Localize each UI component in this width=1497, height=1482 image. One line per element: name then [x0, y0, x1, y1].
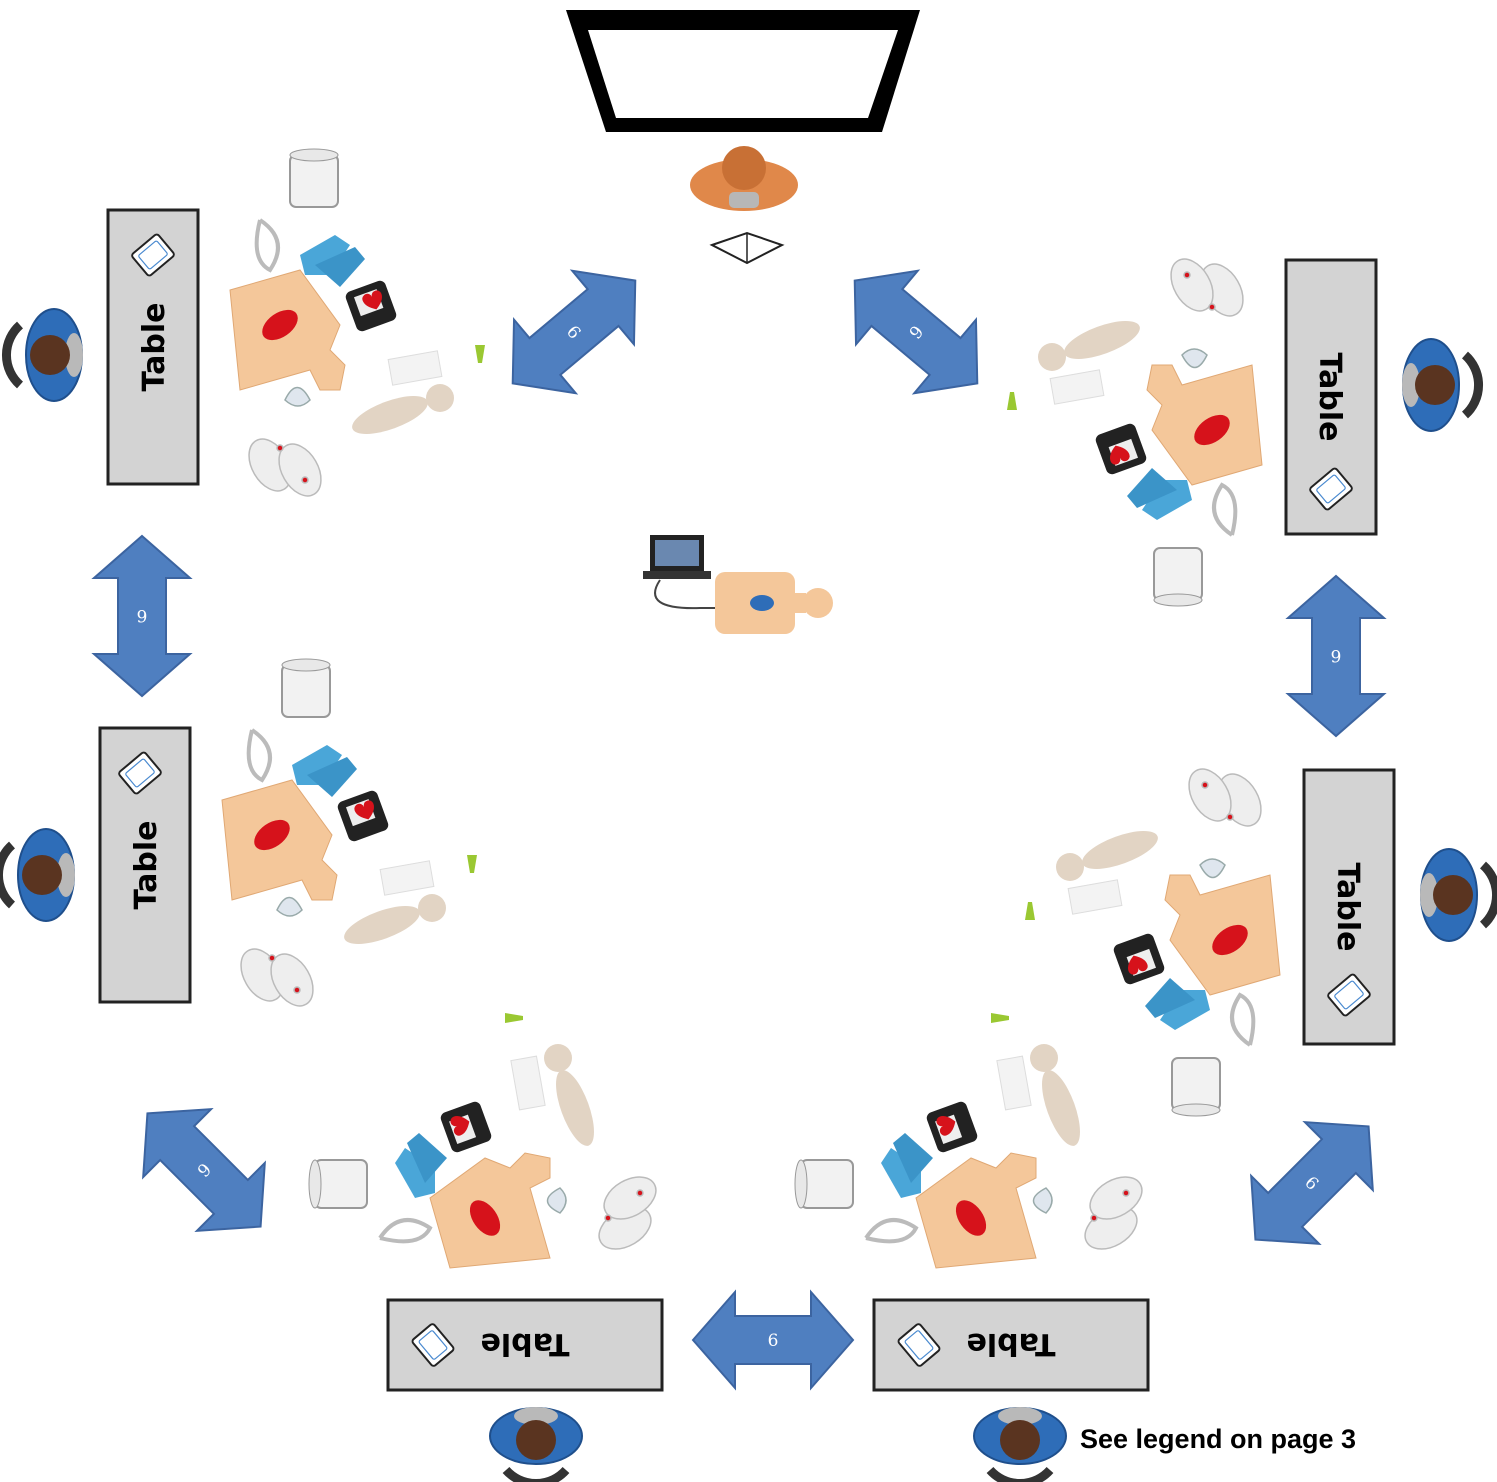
table-label: Table	[967, 1326, 1056, 1361]
station-mid-left: Table	[0, 657, 479, 1016]
instructor-icon	[690, 146, 798, 211]
arrow-distance-label: 6	[137, 605, 148, 625]
table-label: Table	[129, 821, 164, 910]
feedback-manikin-icon	[715, 572, 833, 634]
book-icon	[709, 231, 785, 265]
cable	[654, 579, 720, 610]
double-arrow-icon: 6 6 6 6 6 6 6	[93, 242, 1404, 1389]
station-top-right: Table	[1005, 249, 1479, 608]
station-bottom-left: Table	[307, 1011, 666, 1482]
table-label: Table	[481, 1326, 570, 1361]
screen-icon	[566, 10, 920, 132]
station-bottom-right: Table	[793, 1011, 1152, 1482]
laptop-icon	[643, 535, 711, 579]
table-label: Table	[1330, 863, 1365, 952]
station-mid-right: Table	[1023, 759, 1497, 1118]
table-label: Table	[137, 303, 172, 392]
table-label: Table	[1312, 353, 1347, 442]
station-top-left: Table	[6, 147, 487, 506]
arrow-distance-label: 6	[768, 1331, 779, 1351]
arrow-distance-label: 6	[1331, 645, 1342, 665]
legend-note: See legend on page 3	[1080, 1424, 1357, 1454]
